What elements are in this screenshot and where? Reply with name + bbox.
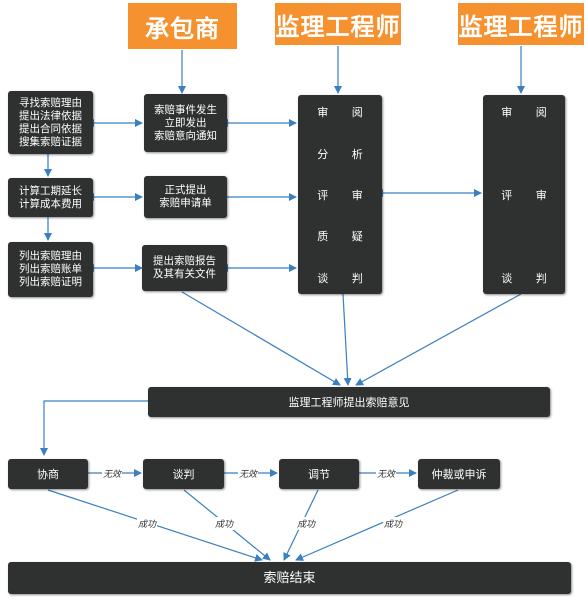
claim-notice-box: 索赔事件发生 立即发出 索赔意向通知	[144, 94, 227, 152]
box-line: 提出索赔报告	[153, 255, 216, 267]
contractor-header: 承包商	[128, 3, 237, 49]
box-line: 搜集索赔证据	[19, 135, 82, 148]
column-item: 谈 判	[501, 272, 557, 285]
column-item: 分 析	[317, 148, 373, 161]
column-item: 谈 判	[317, 272, 373, 285]
supervisor-review-column-2: 审 阅 评 审 谈 判	[483, 95, 565, 294]
gather-evidence-box: 寻找索赔理由 提出法律依据 提出合同依据 搜集索赔证据	[8, 91, 93, 154]
supervisor-header-2: 监理工程师	[458, 3, 584, 45]
success-label: 成功	[137, 517, 158, 530]
invalid-label: 无效	[102, 467, 123, 480]
claim-report-box: 提出索赔报告 及其有关文件	[142, 245, 227, 291]
invalid-label: 无效	[238, 467, 259, 480]
box-line: 索赔申请单	[159, 197, 212, 209]
box-line: 及其有关文件	[153, 268, 216, 280]
box-line: 提出合同依据	[19, 122, 82, 135]
box-line: 寻找索赔理由	[19, 96, 82, 109]
claim-end-bar: 索赔结束	[8, 562, 571, 594]
column-item: 评 审	[317, 189, 373, 202]
arbitration-box: 仲裁或申诉	[418, 459, 500, 489]
box-line: 正式提出	[164, 184, 207, 196]
invalid-label: 无效	[376, 467, 397, 480]
box-line: 列出索赔账单	[19, 263, 82, 275]
box-line: 立即发出	[164, 116, 207, 129]
supervisor-review-column-1: 审 阅 分 析 评 审 质 疑 谈 判	[298, 95, 382, 294]
success-label: 成功	[296, 517, 317, 530]
list-claims-box: 列出索赔理由 列出索赔账单 列出索赔证明	[8, 242, 93, 297]
success-label: 成功	[383, 517, 404, 530]
talks-box: 谈判	[143, 459, 224, 489]
supervisor-header-1: 监理工程师	[275, 3, 401, 45]
mediation-box: 调节	[279, 459, 359, 489]
box-line: 列出索赔理由	[19, 250, 82, 262]
negotiation-box: 协商	[8, 459, 88, 489]
box-line: 索赔意向通知	[154, 129, 217, 142]
column-item: 质 疑	[317, 230, 373, 243]
box-line: 计算工期延长	[19, 184, 82, 197]
box-line: 计算成本费用	[19, 197, 82, 210]
column-item: 审 阅	[317, 106, 373, 119]
success-label: 成功	[214, 517, 235, 530]
box-line: 列出索赔证明	[19, 276, 82, 288]
calculate-box: 计算工期延长 计算成本费用	[8, 178, 93, 217]
box-line: 提出法律依据	[19, 109, 82, 122]
column-item: 评 审	[501, 189, 557, 202]
box-line: 索赔事件发生	[154, 103, 217, 116]
claim-request-box: 正式提出 索赔申请单	[144, 176, 227, 218]
column-item: 审 阅	[501, 106, 557, 119]
supervisor-opinion-bar: 监理工程师提出索赔意见	[148, 387, 550, 417]
